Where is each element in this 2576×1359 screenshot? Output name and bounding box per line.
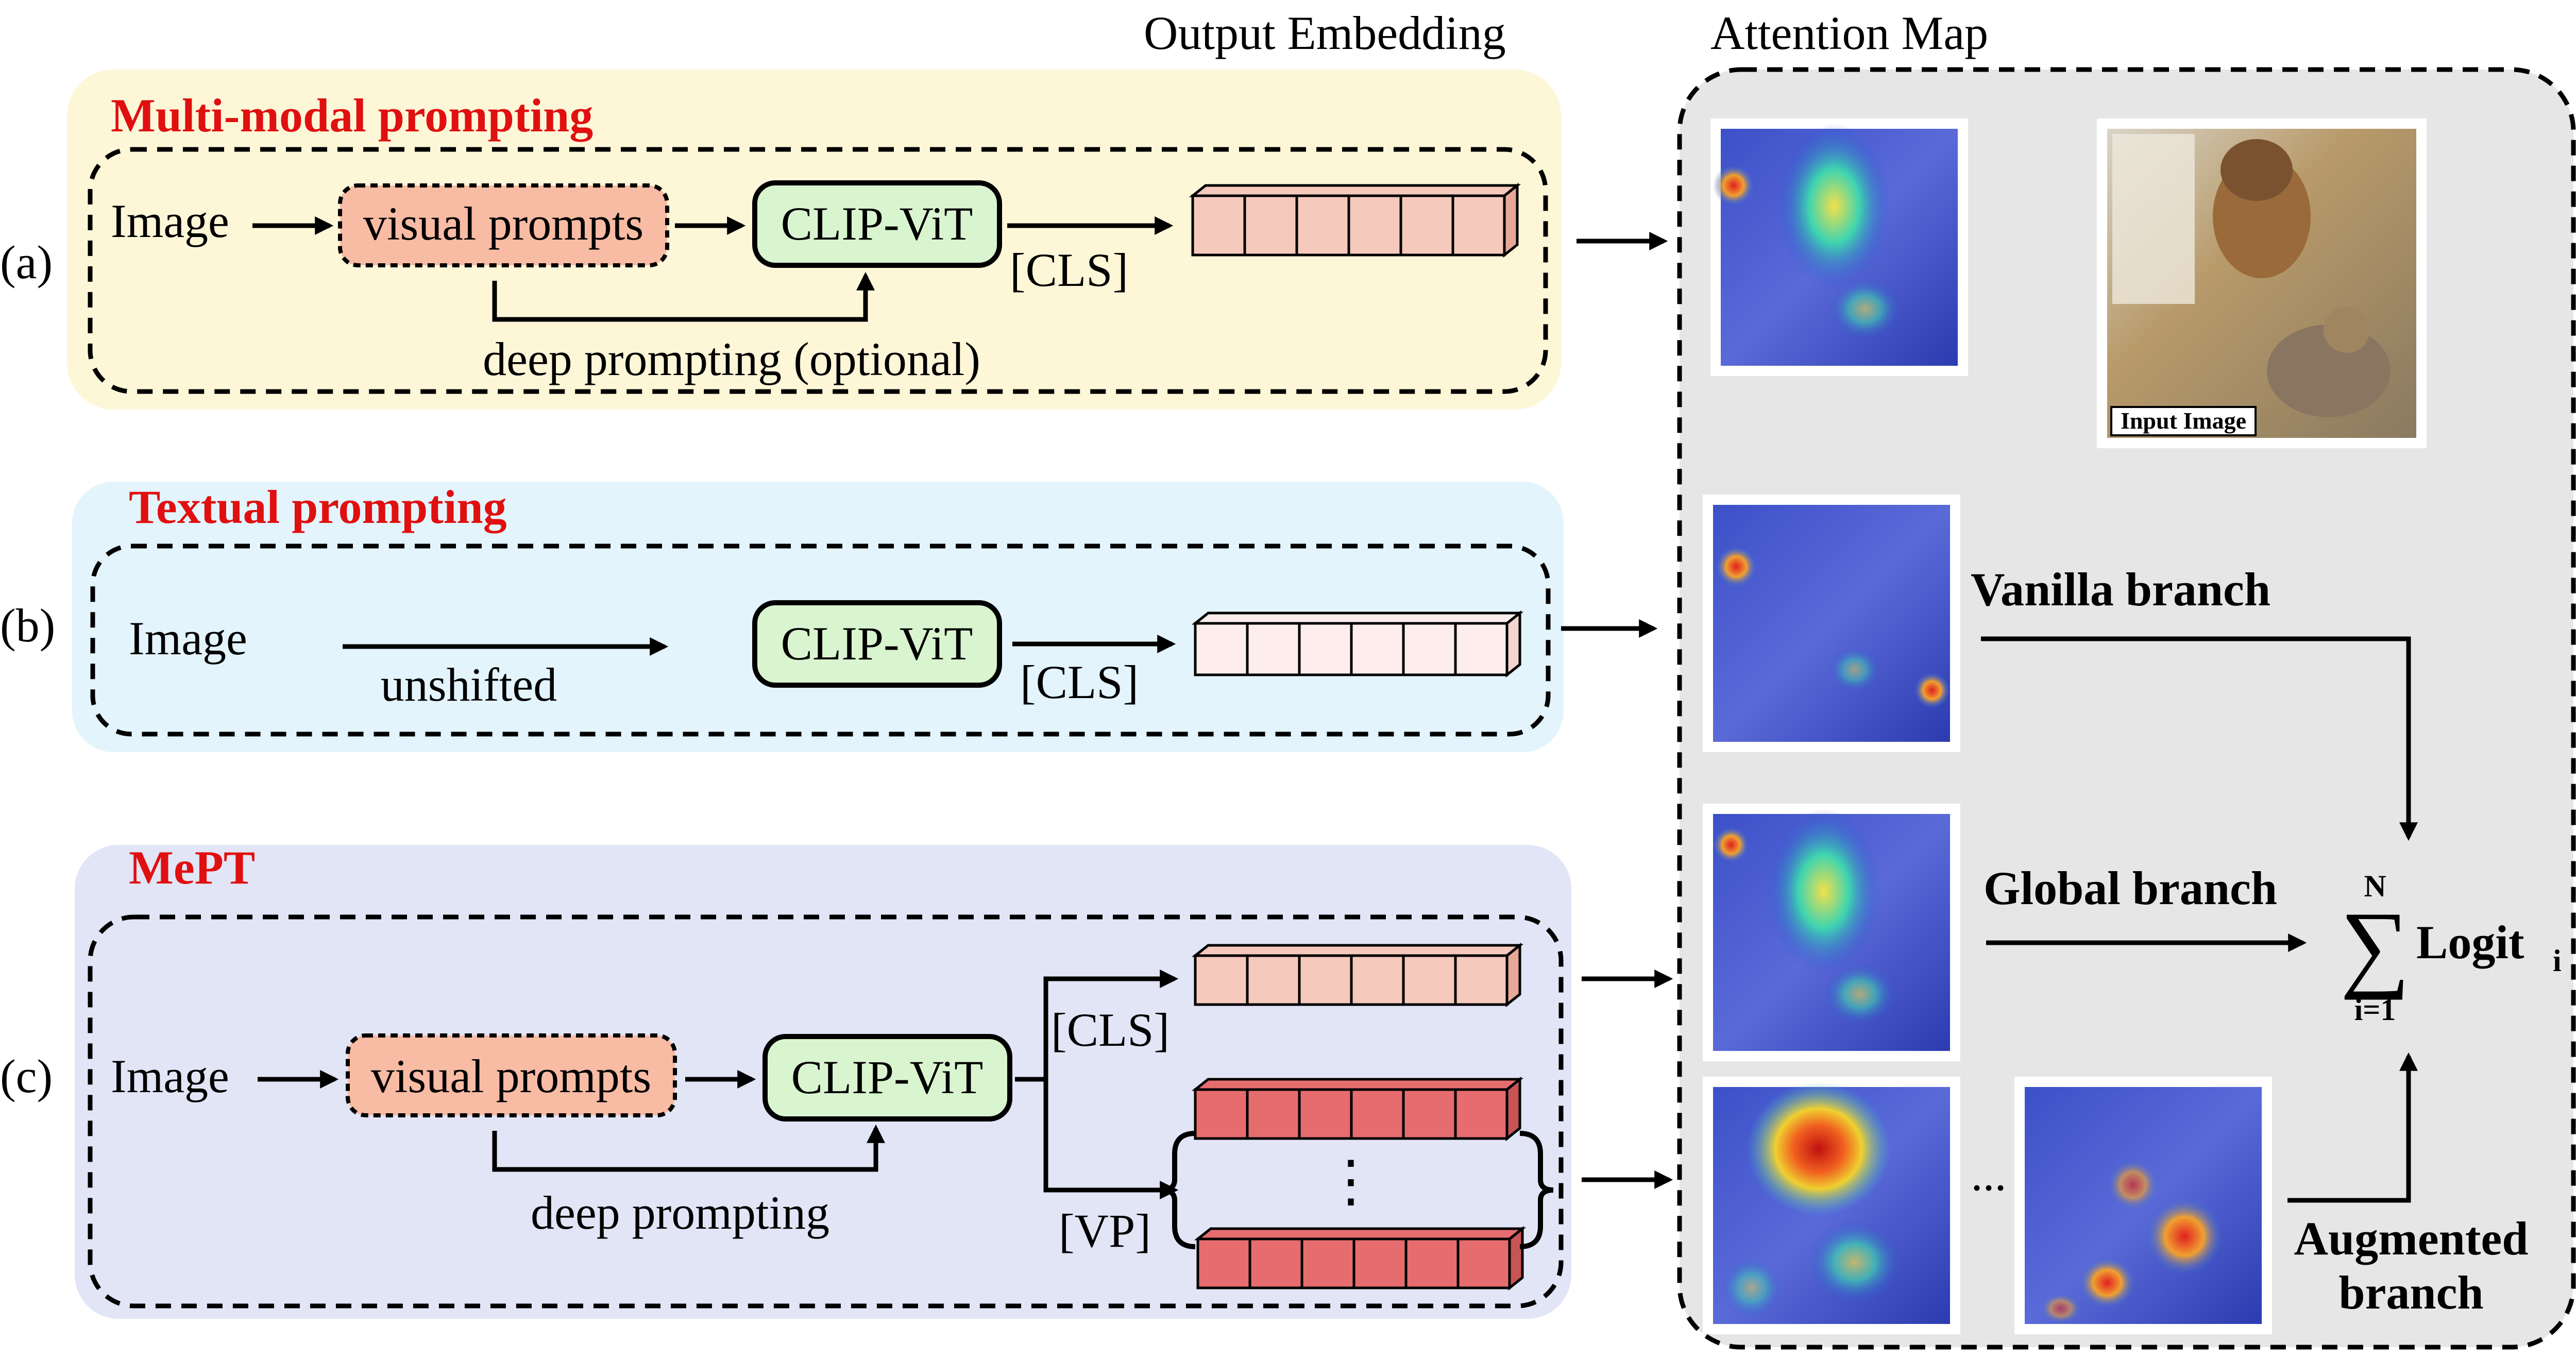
row-c-deep-prompting-arrow bbox=[492, 1124, 885, 1172]
vanilla-branch-label: Vanilla branch bbox=[1971, 563, 2270, 616]
augmented-branch-label-line1: Augmented bbox=[2294, 1212, 2529, 1265]
row-b-dashed-frame bbox=[90, 543, 1551, 737]
row-c-label: (c) bbox=[0, 1050, 53, 1102]
row-c-deep-prompting-label: deep prompting bbox=[531, 1186, 829, 1239]
row-a-clip-vit-box bbox=[752, 180, 1002, 268]
row-c-vp-token-bar-bottom bbox=[1194, 1226, 1527, 1291]
row-c-vp-label: [VP] bbox=[1059, 1204, 1151, 1257]
row-b-token-bar bbox=[1191, 610, 1524, 678]
attention-map-augmented-1 bbox=[1703, 1077, 1960, 1334]
vanilla-branch-arrow bbox=[1981, 636, 2418, 841]
row-c-arrow-cls bbox=[1043, 970, 1179, 1079]
row-a-image-label: Image bbox=[111, 195, 229, 247]
row-c-cls-label: [CLS] bbox=[1051, 1004, 1170, 1056]
row-a-deep-prompting-label: deep prompting (optional) bbox=[483, 333, 980, 385]
attention-map-global bbox=[1703, 804, 1960, 1061]
row-c-dashed-frame bbox=[88, 914, 1564, 1309]
row-c-visual-prompts-label: visual prompts bbox=[371, 1050, 651, 1102]
row-c-right-brace bbox=[1519, 1131, 1554, 1249]
sum-lower-limit: i=1 bbox=[2354, 993, 2396, 1027]
row-a-title: Multi-modal prompting bbox=[111, 89, 593, 142]
row-a-visual-prompts-box bbox=[338, 183, 669, 267]
augmented-ellipsis: ... bbox=[1971, 1148, 2007, 1200]
row-b-unshifted-label: unshifted bbox=[381, 658, 557, 711]
augmented-branch-arrow bbox=[2287, 1052, 2418, 1203]
row-b-clip-vit-box bbox=[752, 600, 1002, 688]
row-b-image-label: Image bbox=[129, 612, 247, 665]
row-a-visual-prompts-label: visual prompts bbox=[363, 197, 643, 250]
row-a-dashed-frame bbox=[88, 147, 1548, 394]
global-branch-label: Global branch bbox=[1984, 862, 2277, 914]
row-c-title: MePT bbox=[129, 841, 255, 894]
row-a-deep-prompting-arrow bbox=[492, 271, 875, 322]
row-c-vp-token-bar-top bbox=[1191, 1076, 1524, 1142]
attention-map-a bbox=[1710, 118, 1968, 376]
row-c-left-brace bbox=[1161, 1131, 1196, 1249]
row-c-clip-vit-label: CLIP-ViT bbox=[791, 1051, 984, 1103]
row-c-visual-prompts-box bbox=[346, 1033, 677, 1117]
input-image-label: Input Image bbox=[2121, 407, 2246, 434]
row-b-label: (b) bbox=[0, 599, 55, 652]
attention-map-header: Attention Map bbox=[1710, 7, 1988, 59]
sum-upper-limit: N bbox=[2364, 869, 2386, 903]
row-c-image-label: Image bbox=[111, 1050, 229, 1102]
row-b-clip-vit-label: CLIP-ViT bbox=[781, 617, 973, 670]
row-a-clip-vit-label: CLIP-ViT bbox=[781, 197, 973, 250]
row-a-cls-label: [CLS] bbox=[1010, 244, 1128, 296]
row-b-title: Textual prompting bbox=[129, 481, 507, 533]
output-embedding-header: Output Embedding bbox=[1144, 7, 1506, 59]
input-image-photo bbox=[2097, 118, 2427, 448]
attention-map-vanilla bbox=[1703, 495, 1960, 752]
row-a-token-bar bbox=[1189, 182, 1521, 258]
row-c-cls-token-bar bbox=[1191, 942, 1524, 1008]
logit-subscript: i bbox=[2553, 944, 2562, 978]
row-c-clip-vit-box bbox=[762, 1034, 1012, 1122]
row-b-cls-label: [CLS] bbox=[1020, 656, 1139, 708]
logit-label: Logit bbox=[2416, 916, 2524, 969]
row-a-label: (a) bbox=[0, 236, 53, 288]
row-c-vdots: ⋮ bbox=[1323, 1150, 1379, 1213]
augmented-branch-label-line2: branch bbox=[2338, 1266, 2483, 1319]
attention-map-augmented-n bbox=[2014, 1077, 2272, 1334]
row-c-arrow-vp bbox=[1043, 1079, 1179, 1199]
sum-symbol: ∑ bbox=[2340, 892, 2410, 1000]
